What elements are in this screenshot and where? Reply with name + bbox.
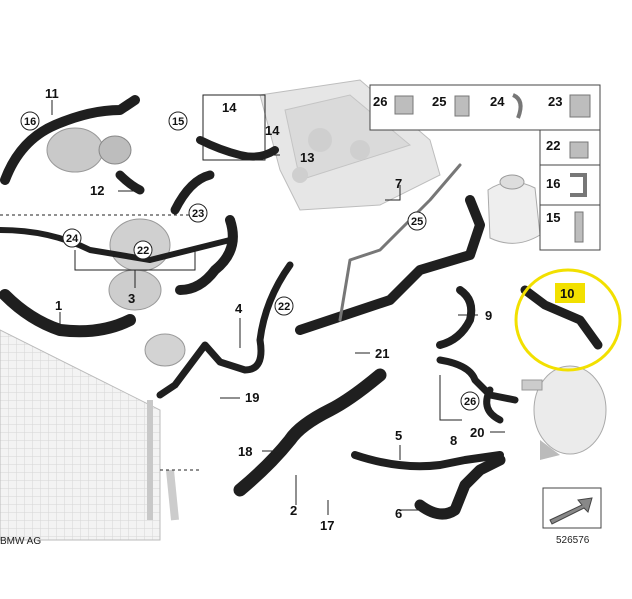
part-label-9: 9 <box>485 308 492 323</box>
circle-label-26: 26 <box>464 396 476 408</box>
part-label-21: 21 <box>375 346 389 361</box>
part-10-label-background <box>555 283 585 303</box>
part-label-6: 6 <box>395 506 402 521</box>
clip-icon <box>394 93 591 243</box>
legend-label-24: 24 <box>490 94 505 109</box>
legend-label-16: 16 <box>546 176 560 191</box>
legend-label-23: 23 <box>548 94 562 109</box>
part-label-12: 12 <box>90 183 104 198</box>
circle-label-22b: 22 <box>278 301 290 313</box>
part-label-11: 11 <box>45 86 59 101</box>
circle-label-22: 22 <box>137 245 149 257</box>
legend-label-26: 26 <box>373 94 387 109</box>
radiator <box>0 329 179 541</box>
diagram-number: 526576 <box>556 535 590 546</box>
circle-label-25: 25 <box>411 216 423 228</box>
hoses <box>0 95 603 520</box>
part-labels: 11 12 14 14 13 7 3 1 4 9 10 21 19 5 8 20… <box>45 86 574 533</box>
circled-labels: 16 15 23 24 22 22 25 26 <box>20 111 480 411</box>
part-label-18: 18 <box>238 444 252 459</box>
part-label-1: 1 <box>55 298 62 313</box>
part-label-13: 13 <box>300 150 314 165</box>
part-label-14: 14 <box>222 100 237 115</box>
part-label-14b: 14 <box>265 123 280 138</box>
circle-label-23: 23 <box>192 208 204 220</box>
part-label-2: 2 <box>290 503 297 518</box>
orientation-arrow-box <box>542 487 602 529</box>
part-label-5: 5 <box>395 428 402 443</box>
circle-label-16: 16 <box>24 116 36 128</box>
part-10-highlight <box>514 268 622 372</box>
part-label-8: 8 <box>450 433 457 448</box>
part-label-10: 10 <box>560 286 574 301</box>
part-label-20: 20 <box>470 425 484 440</box>
legend-label-22: 22 <box>546 138 560 153</box>
leader-lines <box>0 94 505 515</box>
small-parts-legend <box>369 84 601 251</box>
expansion-tank-lower <box>521 365 607 460</box>
part-label-4: 4 <box>235 301 243 316</box>
circle-label-15: 15 <box>172 116 184 128</box>
part-label-19: 19 <box>245 390 259 405</box>
legend-label-15: 15 <box>546 210 560 225</box>
legend-labels: 26 25 24 23 22 16 15 <box>373 94 562 225</box>
circle-label-24: 24 <box>66 233 79 245</box>
part-label-17: 17 <box>320 518 334 533</box>
part-label-3: 3 <box>128 291 135 306</box>
legend-label-25: 25 <box>432 94 446 109</box>
part-label-7: 7 <box>395 176 402 191</box>
watermark-text: BMW AG <box>0 536 41 547</box>
expansion-tank-upper <box>487 174 541 244</box>
